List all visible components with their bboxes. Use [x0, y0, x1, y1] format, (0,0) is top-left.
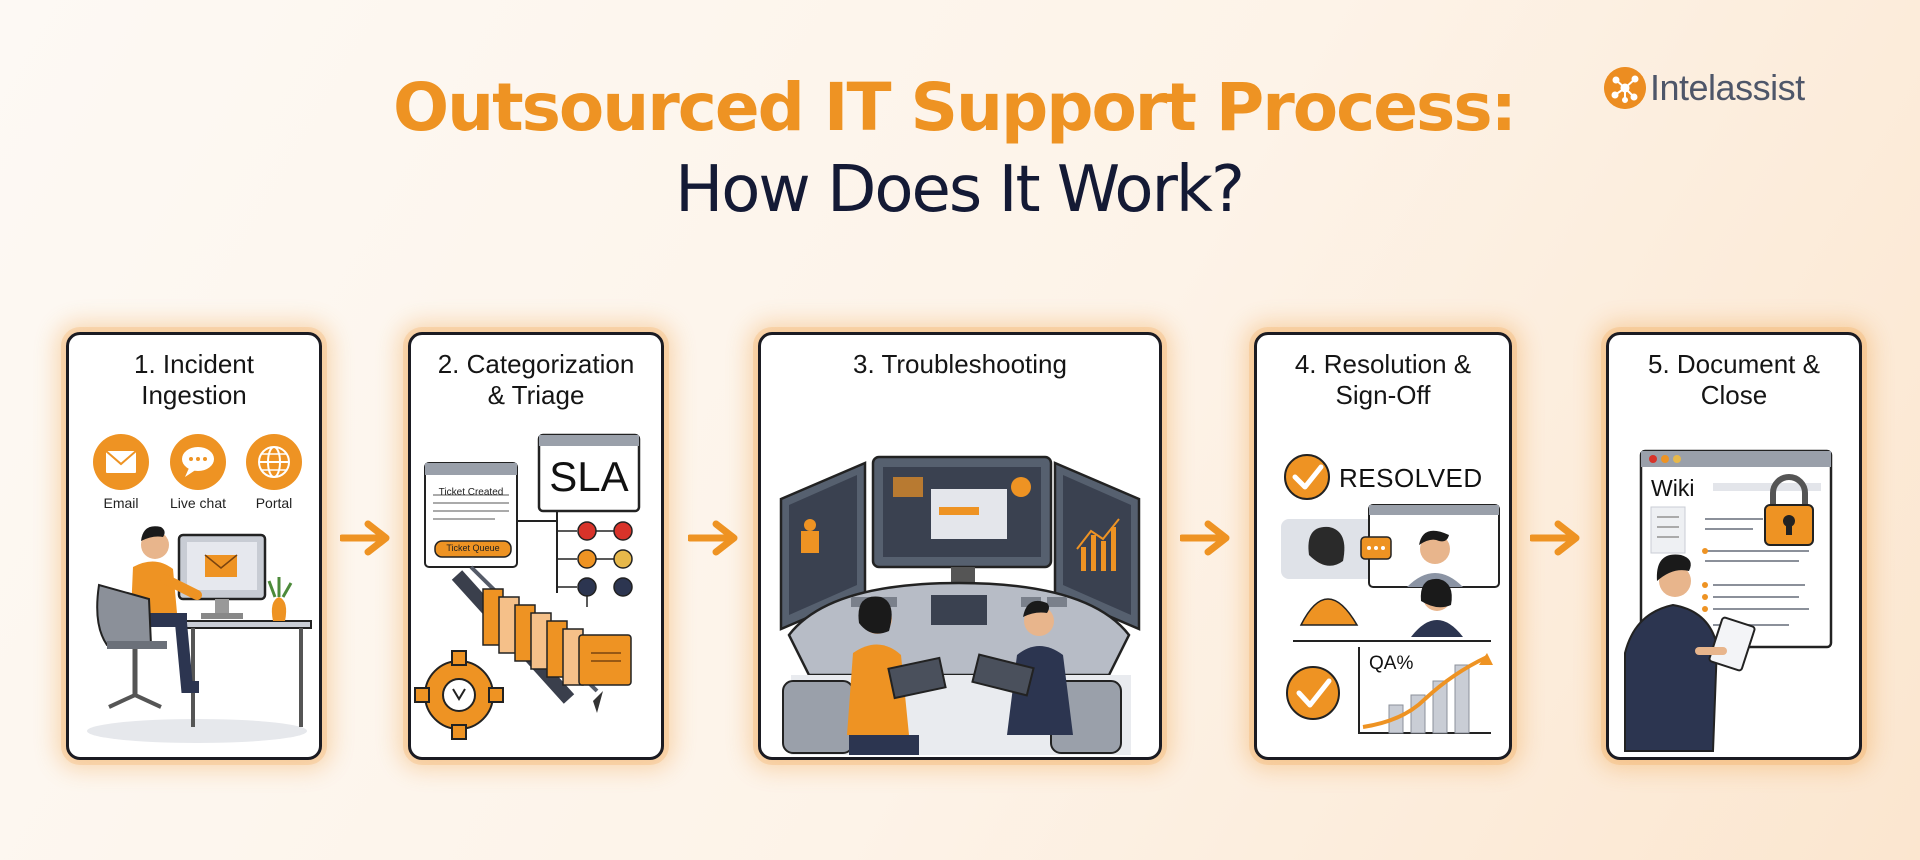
arrow-right-icon	[340, 520, 390, 556]
check-circle-icon	[1284, 454, 1330, 500]
brand-logo[interactable]: Intelassist	[1604, 64, 1805, 112]
step-title: 1. Incident Ingestion	[134, 349, 254, 410]
step-title: 5. Document & Close	[1648, 349, 1820, 410]
channel-portal-label: Portal	[255, 495, 293, 511]
arrow-right-icon	[1180, 520, 1230, 556]
ticket-created-label: Ticket Created	[438, 487, 504, 498]
gear-icon	[414, 650, 504, 740]
step-card-1: 1. Incident Ingestion	[66, 332, 322, 760]
step-card-4: 4. Resolution & Sign-Off RESOL	[1254, 332, 1512, 760]
page-subtitle: How Does It Work?	[675, 153, 1245, 227]
step-title: 3. Troubleshooting	[853, 349, 1067, 379]
step-title: 2. Categorization & Triage	[437, 349, 635, 410]
arrow-right-icon	[688, 520, 738, 556]
ingestion-illustration	[87, 434, 312, 743]
brand-name: Intelassist	[1650, 67, 1805, 108]
channel-email-label: Email	[103, 495, 139, 511]
step-card-2: 2. Categorization & Triage	[408, 332, 664, 760]
document-illustration	[1624, 449, 1833, 752]
sla-label: SLA	[549, 453, 629, 500]
step-card-3: 3. Troubleshooting	[758, 332, 1162, 760]
globe-icon	[246, 434, 302, 490]
step-card-5: 5. Document & Close Wiki	[1606, 332, 1862, 760]
triage-illustration	[414, 433, 641, 740]
ticket-queue-label: Ticket Queue	[446, 543, 500, 553]
wiki-label: Wiki	[1651, 475, 1695, 501]
padlock-icon	[1764, 474, 1814, 546]
troubleshooting-illustration	[779, 455, 1141, 755]
resolved-label: RESOLVED	[1339, 463, 1483, 493]
step-title: 4. Resolution & Sign-Off	[1294, 349, 1472, 410]
channel-livechat-label: Live chat	[169, 495, 227, 511]
qa-label: QA%	[1369, 653, 1414, 674]
page-title: Outsourced IT Support Process:	[392, 69, 1517, 146]
chat-bubble-icon	[170, 434, 226, 490]
resolution-illustration	[1281, 454, 1500, 734]
network-node-icon	[1604, 67, 1646, 109]
envelope-icon	[93, 434, 149, 490]
arrow-right-icon	[1530, 520, 1580, 556]
check-circle-icon	[1286, 666, 1340, 720]
